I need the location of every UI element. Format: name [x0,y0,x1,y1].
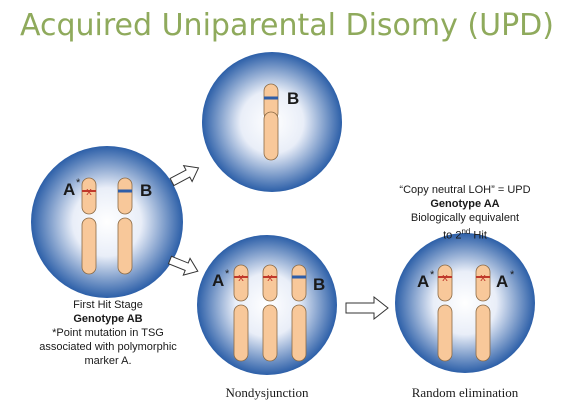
mutation-asterisk: * [430,269,435,281]
first-hit-genotype: Genotype AB [73,313,143,325]
first-hit-line3: *Point mutation in TSG [52,327,164,339]
mutation-asterisk: * [510,269,515,281]
mutation-x: x [442,272,448,284]
first-hit-caption: First Hit Stage Genotype AB *Point mutat… [22,298,194,368]
arrow-to-elimination [345,295,389,321]
first-hit-line4: associated with polymorphic [39,341,177,353]
allele-label-a: A [63,180,75,199]
mutation-x: x [238,272,244,284]
upd-line4: to 2nd Hit [443,227,487,242]
allele-label-b: B [287,89,299,108]
mutation-x: x [267,272,273,284]
mutation-asterisk: * [76,177,81,189]
upd-caption: “Copy neutral LOH” = UPD Genotype AA Bio… [380,183,550,243]
cell-nondysjunction [197,235,337,375]
page-title: Acquired Uniparental Disomy (UPD) [20,8,554,43]
cell-random-elimination [395,233,535,373]
cell-top [202,52,342,192]
upd-line1: “Copy neutral LOH” = UPD [399,184,531,196]
caption-random-elimination: Random elimination [411,385,519,400]
allele-label-b: B [313,275,325,294]
arrow-to-top [169,164,200,187]
mutation-asterisk: * [225,268,230,280]
chromosome-b-single [263,83,279,161]
arrow-to-nondysjunction [167,255,199,276]
chromosome-b [291,264,307,362]
allele-label-a: A [496,272,508,291]
allele-label-b: B [140,181,152,200]
allele-label-a: A [212,271,224,290]
mutation-x: x [480,272,486,284]
mutation-x: x [86,186,92,198]
caption-nondysjunction: Nondysjunction [225,385,309,400]
first-hit-line5: marker A. [84,355,132,367]
first-hit-line1: First Hit Stage [73,299,143,311]
upd-genotype: Genotype AA [430,198,500,210]
allele-label-a: A [417,272,429,291]
upd-line3: Biologically equivalent [410,212,520,224]
cell-first-hit [31,146,183,298]
